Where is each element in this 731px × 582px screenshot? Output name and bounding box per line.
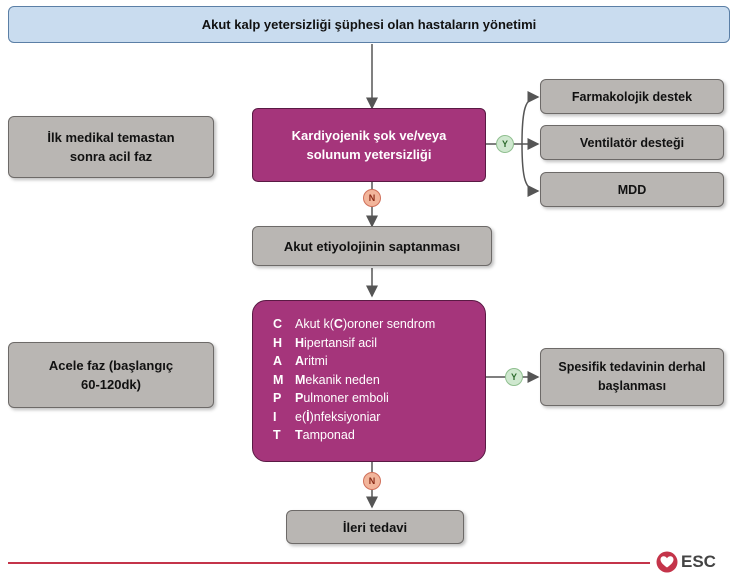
chameleon-letter: C (273, 317, 283, 331)
chameleon-text-post: ulmoner emboli (303, 391, 389, 405)
phase-urgent: Acele faz (başlangıç 60-120dk) (8, 342, 214, 408)
mdd-node: MDD (540, 172, 724, 207)
pharmacologic-support: Farmakolojik destek (540, 79, 724, 114)
esc-logo-text: ESC (681, 552, 716, 571)
chameleon-letter: H (273, 335, 283, 350)
chameleon-text-highlight: H (295, 335, 305, 350)
chameleon-letter: M (273, 372, 284, 387)
chameleon-text-post: )nfeksiyoniar (309, 409, 381, 424)
yes-badge-chameleon: Y (505, 368, 523, 386)
chameleon-text-highlight: İ (306, 409, 310, 424)
chameleon-letter: T (273, 428, 281, 442)
phase-first-contact: İlk medikal temastan sonra acil faz (8, 116, 214, 178)
diagram-title: Akut kalp yetersizliği şüphesi olan hast… (8, 6, 730, 43)
chameleon-text-post: ipertansif acil (304, 335, 377, 350)
chameleon-text-highlight: A (295, 354, 305, 368)
chameleon-text-post: ritmi (304, 354, 328, 368)
chameleon-text-post: )oroner sendrom (342, 317, 436, 331)
further-treatment: İleri tedavi (286, 510, 464, 544)
yes-badge-shock: Y (496, 135, 514, 153)
chameleon-text-highlight: C (333, 317, 343, 331)
chameleon-letter: I (273, 409, 277, 424)
chameleon-text-post: ekanik neden (305, 372, 380, 387)
chameleon-text-highlight: P (295, 391, 304, 405)
chameleon-text-pre: e( (295, 409, 307, 424)
ventilator-support: Ventilatör desteği (540, 125, 724, 160)
esc-logo: ESC (656, 551, 716, 573)
shock-node: Kardiyojenik şok ve/veya solunum yetersi… (252, 108, 486, 182)
chameleon-text-pre: Akut k( (295, 317, 334, 331)
specific-treatment: Spesifik tedavinin derhal başlanması (540, 348, 724, 406)
chameleon-text-highlight: T (295, 428, 303, 442)
etiology-node: Akut etiyolojinin saptanması (252, 226, 492, 266)
chameleon-letter: P (273, 391, 282, 405)
heart-icon (656, 551, 678, 573)
footer-divider (8, 562, 650, 564)
no-badge-shock: N (363, 189, 381, 207)
no-badge-chameleon: N (363, 472, 381, 490)
chameleon-text-post: amponad (302, 428, 355, 442)
chameleon-text-highlight: M (295, 372, 306, 387)
chameleon-letter: A (273, 354, 283, 368)
